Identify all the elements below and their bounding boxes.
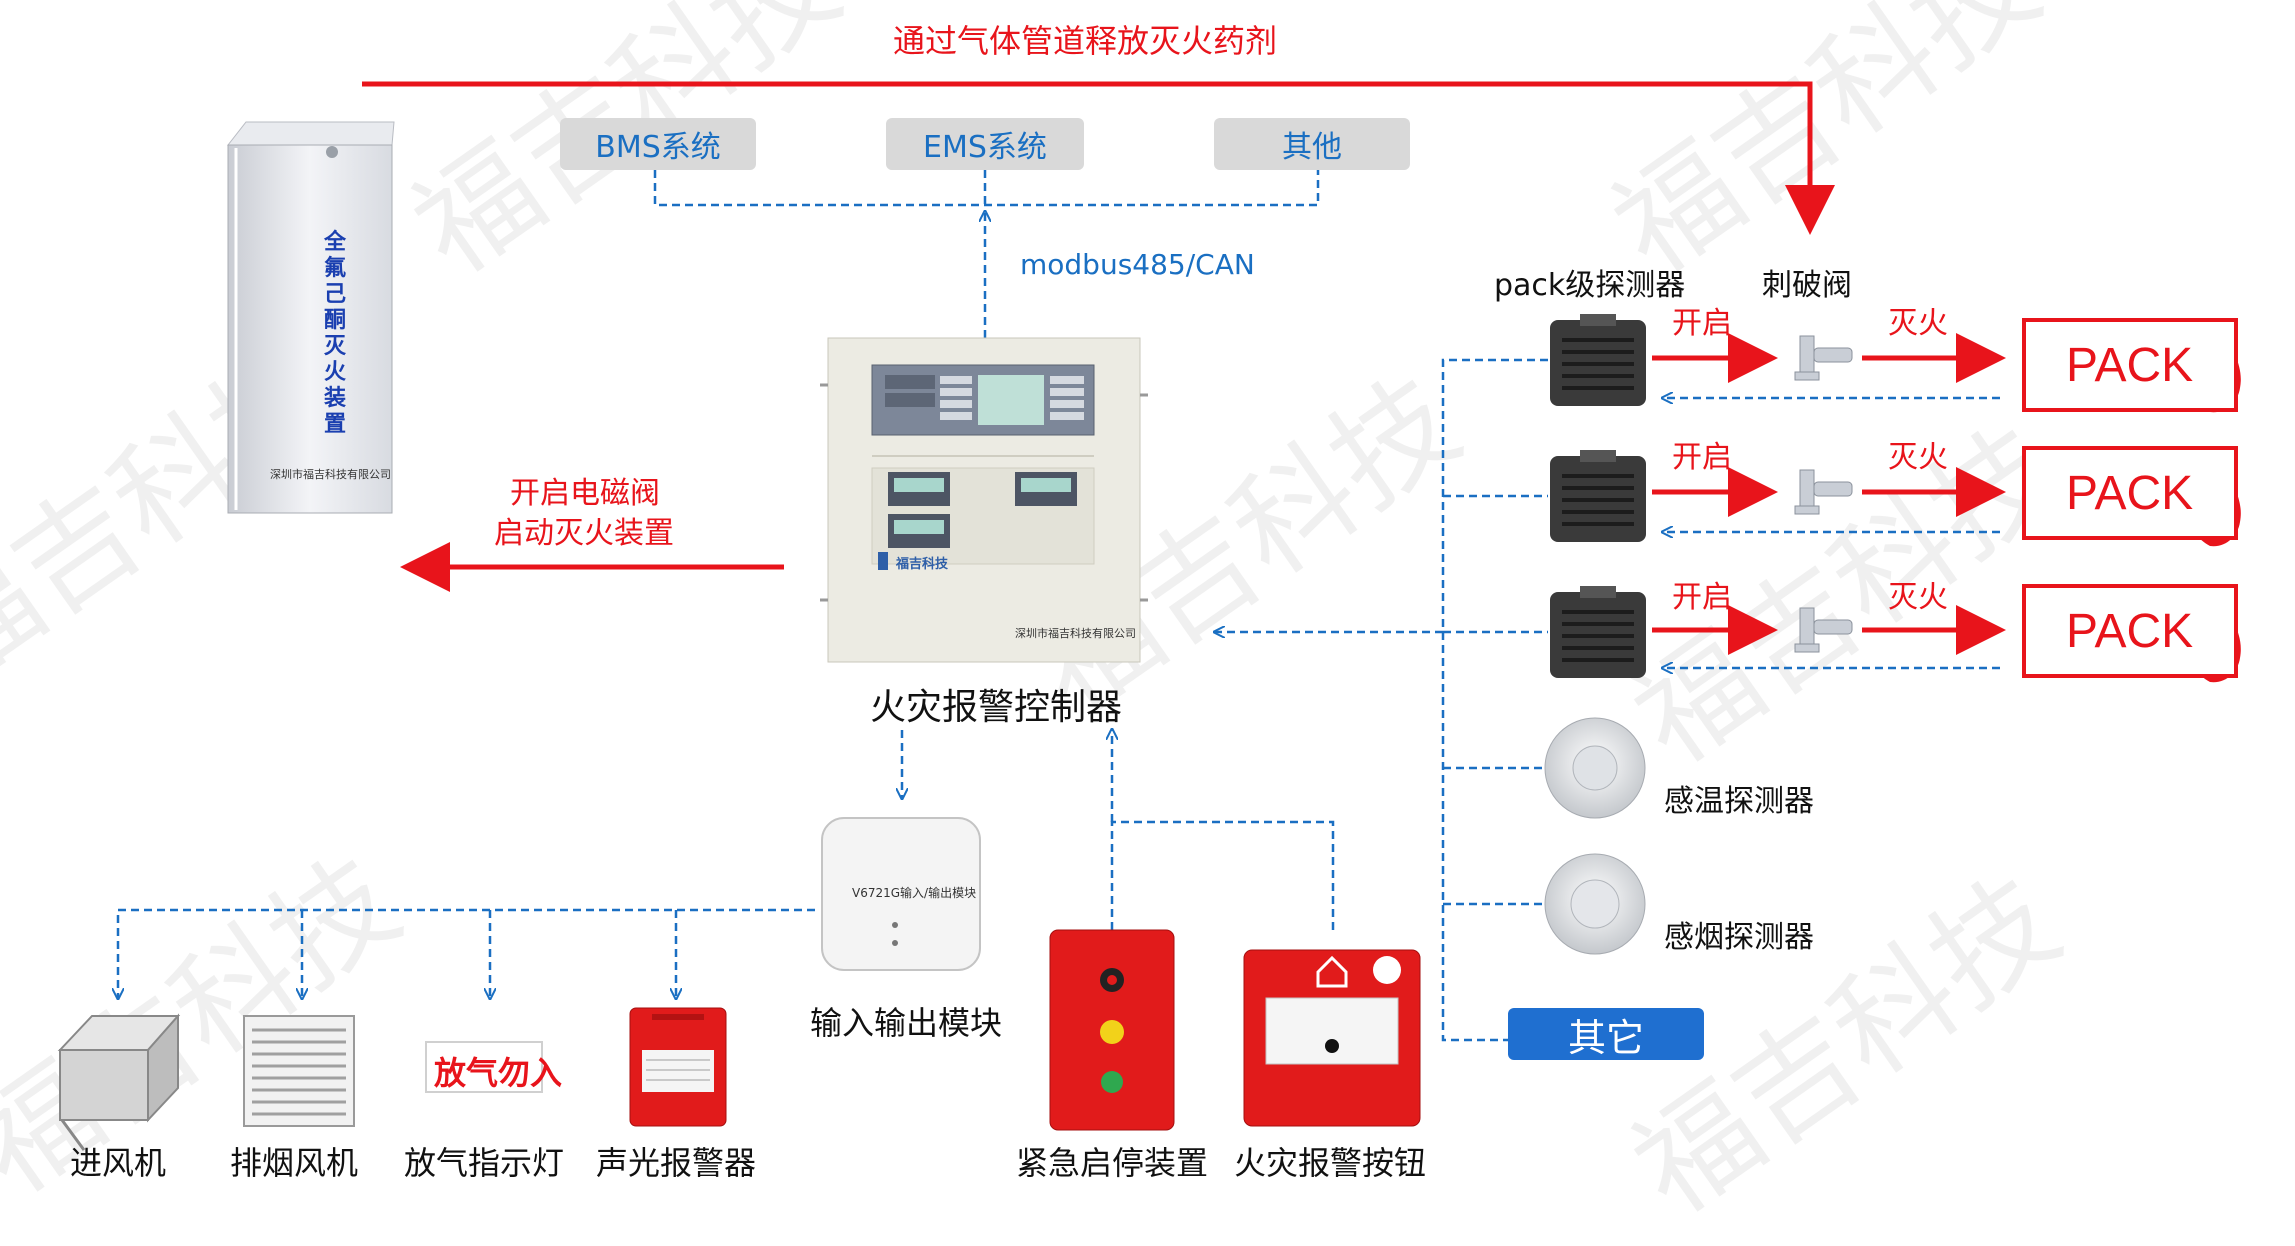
vertical-char: 置	[323, 412, 346, 437]
vertical-char: 酮	[323, 308, 346, 333]
controller-title: 火灾报警控制器	[870, 687, 1123, 728]
row-fire-label: 灭火	[1888, 440, 1948, 475]
vertical-char: 己	[323, 282, 346, 307]
vertical-char: 全	[323, 230, 346, 255]
io-module-label: 输入输出模块	[810, 1004, 1003, 1042]
pack-label: PACK	[2066, 466, 2194, 520]
intake-fan-label: 进风机	[70, 1144, 167, 1182]
pack-row-arrows	[1652, 333, 2006, 655]
indicator-lamp-icon	[425, 1041, 543, 1093]
grille-icon	[243, 1015, 355, 1127]
gas-release-label: 通过气体管道释放灭火药剂	[893, 22, 1278, 60]
io-module-bus	[118, 730, 1335, 998]
pack-label: PACK	[2066, 604, 2194, 658]
pack-detector-label: pack级探测器	[1494, 268, 1686, 303]
emergency-device-icon	[1049, 929, 1175, 1131]
io-module-device-text: V6721G输入/输出模块	[852, 886, 977, 900]
vertical-char: 火	[323, 360, 346, 385]
vertical-char: 氟	[323, 256, 346, 281]
ems-system-pill: EMS系统	[886, 118, 1084, 170]
smoke-detector-label: 感烟探测器	[1664, 920, 1814, 955]
strobe-icon	[629, 1007, 727, 1127]
emergency-device-label: 紧急启停装置	[1016, 1144, 1209, 1182]
io-module-icon	[821, 817, 981, 971]
controller-company: 深圳市福吉科技有限公司	[1015, 627, 1136, 640]
indicator-lamp-label: 放气指示灯	[404, 1144, 565, 1182]
indicator-sign-text: 放气勿入	[434, 1054, 563, 1092]
row-open-label: 开启	[1672, 440, 1732, 475]
pack-box: PACK	[2022, 446, 2238, 540]
pack-detector-icon	[1550, 314, 1646, 406]
open-valve-label: 开启电磁阀	[510, 476, 660, 511]
pack-detector-icon	[1550, 586, 1646, 678]
system-bus-lines	[653, 170, 1320, 338]
bms-system-pill: BMS系统	[560, 118, 756, 170]
other-device-button: 其它	[1508, 1008, 1704, 1060]
protocol-label: modbus485/CAN	[1020, 248, 1255, 281]
sound-light-alarm-label: 声光报警器	[596, 1144, 757, 1182]
extinguisher-cabinet	[226, 121, 395, 514]
alarm-button-label: 火灾报警按钮	[1234, 1144, 1427, 1182]
row-open-label: 开启	[1672, 580, 1732, 615]
row-open-label: 开启	[1672, 306, 1732, 341]
row-fire-label: 灭火	[1888, 306, 1948, 341]
button-icon	[1243, 949, 1421, 1127]
controller-brand: 福吉科技	[896, 557, 949, 572]
valve-icon	[1794, 335, 1853, 653]
pack-detector-icon	[1550, 450, 1646, 542]
temp-detector-label: 感温探测器	[1664, 784, 1814, 819]
vertical-char: 灭	[323, 334, 346, 359]
row-fire-label: 灭火	[1888, 580, 1948, 615]
extinguisher-vertical-label: 全 氟 己 酮 灭 火 装 置	[318, 230, 352, 438]
start-extinguisher-label: 启动灭火装置	[494, 516, 674, 551]
pack-box: PACK	[2022, 318, 2238, 412]
pack-box: PACK	[2022, 584, 2238, 678]
other-system-pill: 其他	[1214, 118, 1410, 170]
vertical-char: 装	[323, 386, 346, 411]
gas-release-path	[362, 81, 1835, 235]
controller-panel	[820, 337, 1148, 663]
extinguisher-company: 深圳市福吉科技有限公司	[270, 468, 391, 481]
fan-icon	[57, 1013, 181, 1151]
puncture-valve-label: 刺破阀	[1762, 268, 1852, 303]
detector-bus-lines	[1215, 358, 2000, 1042]
detector-icon	[1544, 717, 1646, 955]
pack-label: PACK	[2066, 338, 2194, 392]
exhaust-fan-label: 排烟风机	[230, 1144, 359, 1182]
